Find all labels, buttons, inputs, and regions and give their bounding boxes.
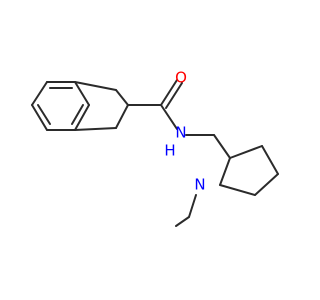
bond — [254, 173, 279, 196]
bond — [31, 81, 48, 106]
bond — [115, 104, 129, 129]
double-bond — [160, 79, 178, 106]
bond — [219, 157, 231, 186]
cyclopentane-ring — [74, 81, 129, 131]
amide-hydrogen-label: H — [164, 142, 175, 160]
side-chain — [213, 134, 231, 159]
bond — [115, 89, 129, 106]
background — [0, 0, 300, 300]
pyrrolidine-ring — [219, 145, 279, 196]
oxygen-label: O — [175, 69, 187, 87]
ethyl-group — [175, 194, 197, 227]
benzene-ring — [31, 81, 90, 131]
bond — [219, 184, 256, 196]
double-bond-inner — [37, 104, 51, 125]
bond — [213, 134, 231, 159]
bond — [74, 81, 117, 91]
bond — [74, 81, 90, 106]
bond — [175, 216, 190, 227]
bond — [31, 104, 48, 131]
amide-nitrogen-label: N — [175, 124, 186, 142]
molecule-structure: O N H N — [0, 0, 300, 300]
bond — [74, 104, 90, 131]
double-bond-inner — [71, 104, 84, 125]
bond — [74, 127, 117, 131]
double-bond — [165, 82, 183, 109]
amide-group — [127, 79, 215, 136]
bond — [188, 194, 197, 218]
bond — [229, 145, 263, 159]
bond — [261, 145, 279, 175]
ring-nitrogen-label: N — [194, 176, 205, 194]
bond — [160, 104, 178, 130]
